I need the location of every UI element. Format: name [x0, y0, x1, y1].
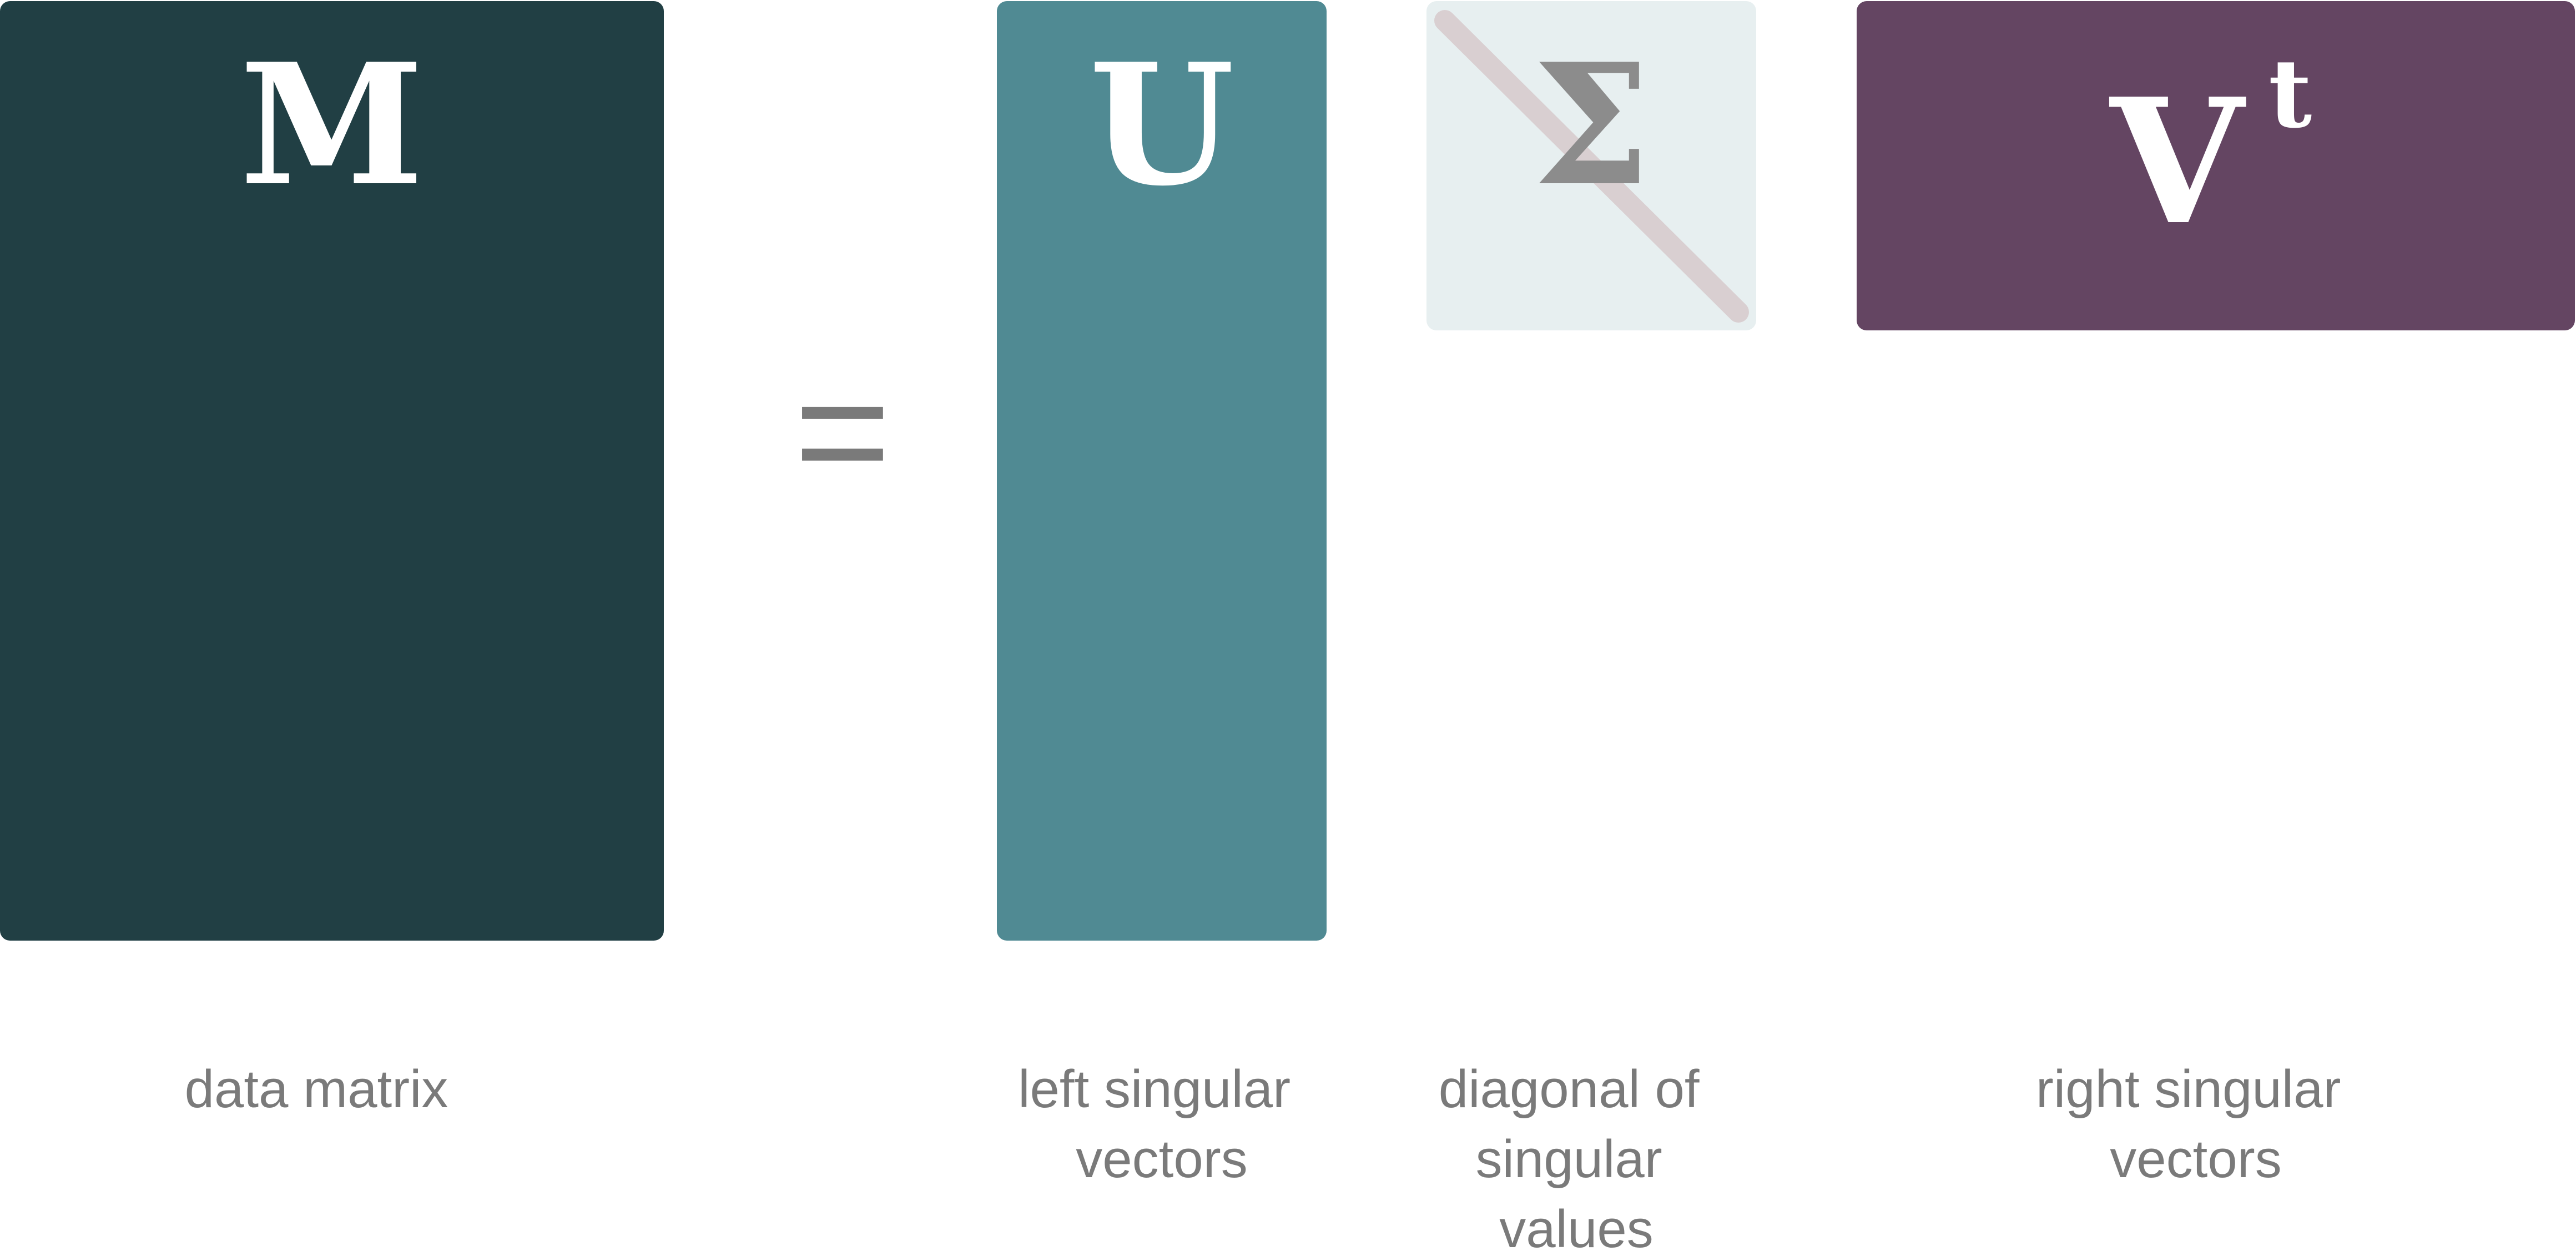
matrix-u-symbol: U [1089, 27, 1234, 223]
caption-line: values [1499, 1199, 1654, 1251]
sigma-diagonal-line [1434, 10, 1749, 323]
matrix-m-block [0, 1, 664, 941]
matrix-vt: V t [1857, 1, 2575, 330]
caption-line: singular [1476, 1129, 1662, 1189]
matrix-m-symbol: M [240, 27, 424, 223]
equals-sign: = [794, 338, 891, 524]
caption-data-matrix: data matrix [185, 1059, 448, 1119]
caption-right-singular-vectors: right singular vectors [2036, 1059, 2356, 1189]
caption-line: vectors [2110, 1129, 2281, 1189]
caption-line: vectors [1076, 1129, 1247, 1189]
matrix-vt-block [1857, 1, 2575, 330]
caption-diagonal-singular-values: diagonal of singular values [1439, 1059, 1714, 1251]
caption-line: diagonal of [1439, 1059, 1700, 1119]
matrix-u: U [997, 1, 1327, 941]
caption-line: right singular [2036, 1059, 2341, 1119]
caption-left-singular-vectors: left singular vectors [1018, 1059, 1305, 1189]
matrix-sigma-symbol: Σ [1533, 27, 1650, 223]
matrix-vt-symbol: V [2108, 61, 2247, 263]
caption-line: data matrix [185, 1059, 448, 1119]
caption-line: left singular [1018, 1059, 1290, 1119]
matrix-u-block [997, 1, 1327, 941]
matrix-vt-superscript: t [2269, 38, 2312, 149]
matrix-m: M [0, 1, 664, 941]
matrix-sigma: Σ [1426, 1, 1756, 330]
